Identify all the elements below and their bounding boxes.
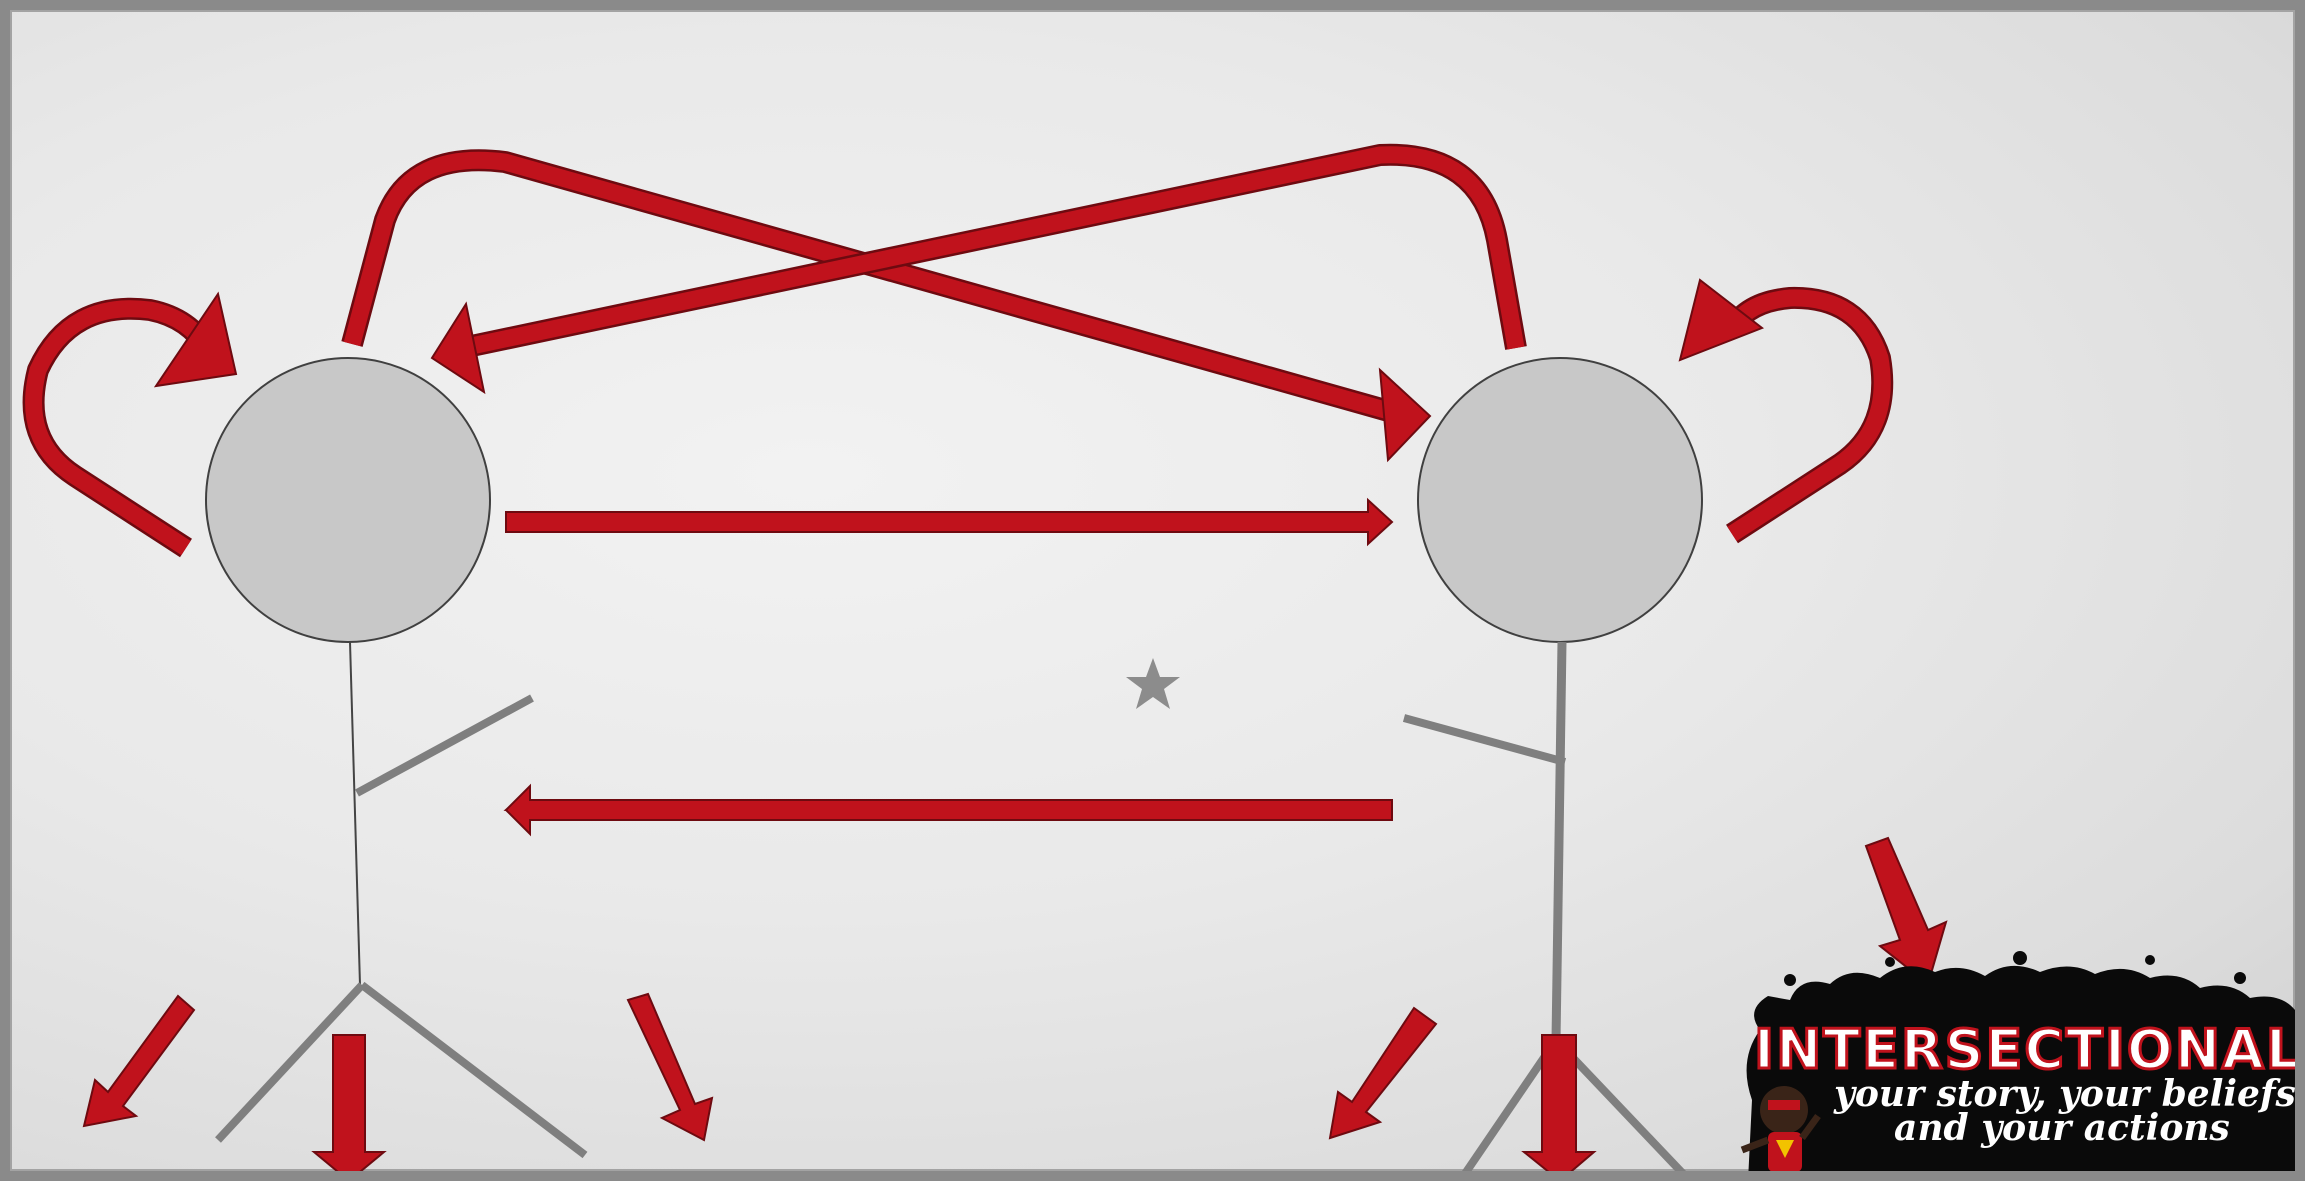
person-left-body [350,642,360,985]
star-icon [1126,658,1180,709]
person-right-arm [1404,718,1565,762]
person-right-head [1418,358,1702,642]
logo-subtitle-line2: and your actions [1894,1107,2230,1149]
arrow-to-logo [1866,838,1946,984]
person-left [206,358,585,1155]
arrow-left-to-right [506,500,1392,544]
arrow-curve-a-to-b [352,160,1430,460]
arrow-bottom-left-right-diagonal [628,994,712,1140]
self-loop-right [1680,280,1882,534]
person-right-body [1556,642,1562,1040]
arrow-right-to-left [506,786,1392,834]
arrow-bottom-right-center [1524,1035,1594,1181]
person-left-leg-right [362,985,585,1155]
arrow-bottom-left-center [314,1035,384,1181]
logo: INTERSECTIONALIT your story, your belief… [1742,951,2305,1181]
arrow-bottom-right-diagonal [1330,1008,1436,1138]
person-left-head [206,358,490,642]
arrow-bottom-left-diagonal [84,996,194,1126]
logo-title: INTERSECTIONALIT [1754,1018,2305,1081]
person-left-arm [357,698,532,793]
